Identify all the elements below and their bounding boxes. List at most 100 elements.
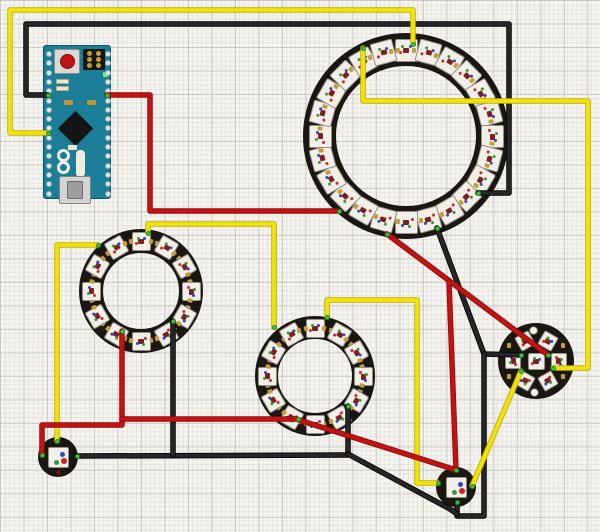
connection-pin[interactable] xyxy=(434,225,440,231)
led-green-dot xyxy=(137,236,141,240)
mounting-hole xyxy=(529,387,539,397)
wire-red-ring12c-to-pixel[interactable] xyxy=(297,418,458,472)
connection-pin[interactable] xyxy=(324,314,330,320)
led-green-dot xyxy=(532,357,536,361)
arduino-pin-pad[interactable] xyxy=(105,60,111,67)
arduino-pin-pad[interactable] xyxy=(46,116,52,123)
connection-pin[interactable] xyxy=(295,416,301,422)
arduino-pin-pad[interactable] xyxy=(105,125,111,132)
arduino-micro-board[interactable] xyxy=(43,45,111,204)
arduino-pin-pad[interactable] xyxy=(46,171,52,178)
icsp-header xyxy=(83,49,105,70)
connection-pin[interactable] xyxy=(104,92,110,98)
arduino-pin-pad[interactable] xyxy=(105,51,111,57)
connection-pin[interactable] xyxy=(435,480,441,486)
arduino-pin-pad[interactable] xyxy=(105,116,111,123)
wire-yellow-ring12l-to-pixel-left[interactable] xyxy=(55,243,100,443)
usb-socket xyxy=(67,181,83,199)
reset-button-cap xyxy=(60,54,75,69)
solder-pad xyxy=(560,343,565,348)
micro-usb-port[interactable] xyxy=(59,176,91,204)
connection-pin[interactable] xyxy=(45,92,51,98)
smd-component xyxy=(64,100,73,105)
connection-pin[interactable] xyxy=(119,328,125,334)
wire-black-jewel-junction-down[interactable] xyxy=(455,352,486,518)
arduino-pin-pad[interactable] xyxy=(105,144,111,150)
connection-pin[interactable] xyxy=(170,318,176,324)
led-red-dot xyxy=(309,329,313,333)
connection-pin[interactable] xyxy=(518,368,524,374)
pixel-red-dot xyxy=(458,487,465,494)
arduino-pin-pad[interactable] xyxy=(46,144,52,150)
connection-pin[interactable] xyxy=(336,208,342,214)
arduino-pin-pad[interactable] xyxy=(105,106,111,113)
rx-led xyxy=(56,86,69,91)
connection-pin[interactable] xyxy=(74,453,80,459)
connection-pin[interactable] xyxy=(550,365,556,371)
arduino-pin-pad[interactable] xyxy=(105,190,111,197)
connection-pin[interactable] xyxy=(54,438,60,444)
connection-pin[interactable] xyxy=(454,499,460,505)
connection-pin[interactable] xyxy=(410,41,416,47)
connection-pin[interactable] xyxy=(45,130,51,136)
led-blue-dot xyxy=(143,237,147,241)
connection-pin[interactable] xyxy=(145,230,151,236)
arduino-pin-pad[interactable] xyxy=(46,69,52,76)
connection-pin[interactable] xyxy=(469,483,475,489)
connection-pin[interactable] xyxy=(384,231,390,237)
connection-pin[interactable] xyxy=(271,324,277,330)
connection-pin[interactable] xyxy=(39,452,45,458)
jewel-center-led xyxy=(527,352,545,370)
single-pixel-led xyxy=(445,476,467,498)
arduino-pin-pad[interactable] xyxy=(46,60,52,67)
led-blue-dot xyxy=(408,45,412,49)
smd-component xyxy=(68,145,77,150)
connection-pin[interactable] xyxy=(475,190,481,196)
arduino-pin-pad[interactable] xyxy=(105,181,111,188)
arduino-pin-pad[interactable] xyxy=(46,78,52,85)
arduino-pin-pad[interactable] xyxy=(46,162,52,169)
arduino-pin-pad[interactable] xyxy=(46,106,52,113)
reset-button[interactable] xyxy=(54,49,80,74)
solder-pad xyxy=(507,343,512,348)
arduino-pin-pad[interactable] xyxy=(46,190,52,197)
wire-yellow-ring12l-to-ring12c[interactable] xyxy=(146,222,276,329)
arduino-pin-pad[interactable] xyxy=(105,134,111,141)
arduino-pin-pad[interactable] xyxy=(46,97,52,104)
arduino-pin-pad[interactable] xyxy=(105,171,111,178)
wire-red-ring24-to-jewel[interactable] xyxy=(385,232,550,357)
wire-yellow-jewel-to-pixel[interactable] xyxy=(470,369,523,488)
led-green-dot xyxy=(401,44,405,48)
mounting-hole xyxy=(528,325,538,335)
wire-yellow-ring24-to-jewel[interactable] xyxy=(361,46,590,370)
arduino-pin-pad[interactable] xyxy=(105,97,111,104)
unconnected-pin[interactable] xyxy=(55,469,61,475)
arduino-pin-pad[interactable] xyxy=(46,51,52,57)
connection-pin[interactable] xyxy=(360,45,366,51)
arduino-pin-pad[interactable] xyxy=(105,78,111,85)
wire-yellow-ring12c-to-pixel[interactable] xyxy=(325,298,440,485)
pixel-green-dot xyxy=(451,489,457,495)
connection-pin[interactable] xyxy=(518,352,524,358)
pixel-green-dot xyxy=(53,459,59,465)
connection-pin[interactable] xyxy=(453,467,459,473)
wire-black-bottom-bus[interactable] xyxy=(75,453,350,458)
arduino-pin-pad[interactable] xyxy=(105,69,111,76)
led-red-dot xyxy=(135,242,139,246)
wire-black-arduino-to-ring24[interactable] xyxy=(24,22,511,195)
arduino-pin-pad[interactable] xyxy=(105,153,111,160)
wire-black-diagonal-to-pixel[interactable] xyxy=(346,452,459,516)
wire-red-branch-to-pixel[interactable] xyxy=(447,280,458,472)
wire-red-ring12l-to-pixel-left[interactable] xyxy=(40,329,124,457)
arduino-pin-pad[interactable] xyxy=(46,181,52,188)
connection-pin[interactable] xyxy=(95,242,101,248)
arduino-pin-pad[interactable] xyxy=(46,153,52,160)
arduino-brand-plate xyxy=(76,150,85,177)
connection-pin[interactable] xyxy=(545,352,551,358)
arduino-pin-pad[interactable] xyxy=(105,162,111,169)
wire-yellow-arduino-to-ring24[interactable] xyxy=(8,8,415,135)
connection-pin[interactable] xyxy=(345,403,351,409)
wire-red-arduino-to-ring24[interactable] xyxy=(105,93,341,213)
